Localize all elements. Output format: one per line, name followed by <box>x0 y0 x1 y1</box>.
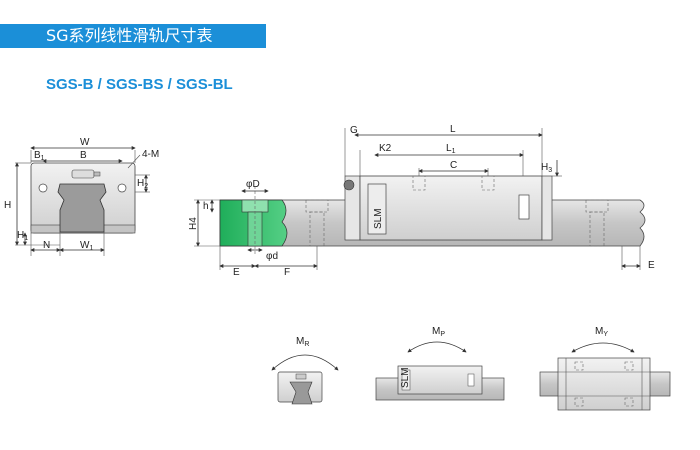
my-block <box>557 357 651 411</box>
dim-H1-sub: 1 <box>24 235 28 242</box>
svg-text:L1: L1 <box>446 143 456 155</box>
brand-label: SLM <box>373 208 384 229</box>
mp-sub: P <box>440 331 445 338</box>
dim-H3: H <box>541 162 548 173</box>
grease-fitting-side <box>343 179 355 191</box>
dim-H2: H <box>137 178 144 189</box>
dim-K2: K2 <box>379 143 392 154</box>
dim-H2-sub: 2 <box>144 183 148 190</box>
dim-H3-sub: 3 <box>548 167 552 174</box>
mr-arc-arrow <box>271 354 339 371</box>
mount-hole-right <box>117 183 127 193</box>
svg-text:H2: H2 <box>137 178 148 190</box>
brand-plate <box>367 183 387 235</box>
svg-text:H3: H3 <box>541 162 552 174</box>
dim-L1-sub: 1 <box>452 148 456 155</box>
moment-MY: MY <box>539 326 671 411</box>
dim-C: C <box>450 160 457 171</box>
dim-W1-sub: 1 <box>89 245 93 252</box>
dim-G: G <box>350 125 358 136</box>
page-title: SG系列线性滑轨尺寸表 <box>46 26 213 45</box>
series-subtitle: SGS-B / SGS-BS / SGS-BL <box>46 76 233 93</box>
mp-arc-arrow <box>407 341 467 353</box>
moment-MP: MP SLM <box>375 326 505 401</box>
front-rail-profile <box>57 183 107 233</box>
dim-F: F <box>284 267 290 278</box>
dim-4M: 4-M <box>142 149 159 160</box>
svg-text:W1: W1 <box>80 240 93 252</box>
dim-H4: H4 <box>188 217 199 230</box>
side-block-body <box>359 175 543 241</box>
mp-brand: SLM <box>400 367 411 388</box>
svg-text:MY: MY <box>595 326 608 338</box>
svg-text:MP: MP <box>432 326 445 338</box>
svg-text:B1: B1 <box>34 150 45 162</box>
svg-text:H1: H1 <box>17 230 28 242</box>
my-label: M <box>595 326 603 337</box>
dim-E-left: E <box>233 267 240 278</box>
mp-label: M <box>432 326 440 337</box>
dim-B1-sub: 1 <box>41 155 45 162</box>
side-end-cap <box>541 175 553 241</box>
side-view: SLM G L K2 L1 C H3 φD h H4 φd <box>188 124 655 278</box>
dim-B1: B <box>34 150 41 161</box>
dim-phiD: φD <box>246 179 260 190</box>
my-arc-arrow <box>571 342 635 353</box>
mount-hole-left <box>38 183 48 193</box>
dim-B: B <box>80 150 87 161</box>
dim-h: h <box>203 201 209 212</box>
dim-H: H <box>4 200 11 211</box>
dim-L: L <box>450 124 456 135</box>
my-sub: Y <box>603 331 608 338</box>
dim-W1: W <box>80 240 90 251</box>
title-bar: SG系列线性滑轨尺寸表 <box>0 24 266 48</box>
front-view: W B1 B 4-M H H1 H2 N W1 <box>4 137 159 256</box>
moment-MR: MR <box>271 336 339 405</box>
dim-L1: L <box>446 143 452 154</box>
svg-text:MR: MR <box>296 336 309 348</box>
grease-nipple <box>71 169 95 179</box>
block-window <box>518 194 530 220</box>
dim-N: N <box>43 240 50 251</box>
dim-H1: H <box>17 230 24 241</box>
dim-phid: φd <box>266 251 278 262</box>
mr-label: M <box>296 336 304 347</box>
mr-sub: R <box>304 341 309 348</box>
dim-W: W <box>80 137 90 148</box>
dim-E-right: E <box>648 260 655 271</box>
